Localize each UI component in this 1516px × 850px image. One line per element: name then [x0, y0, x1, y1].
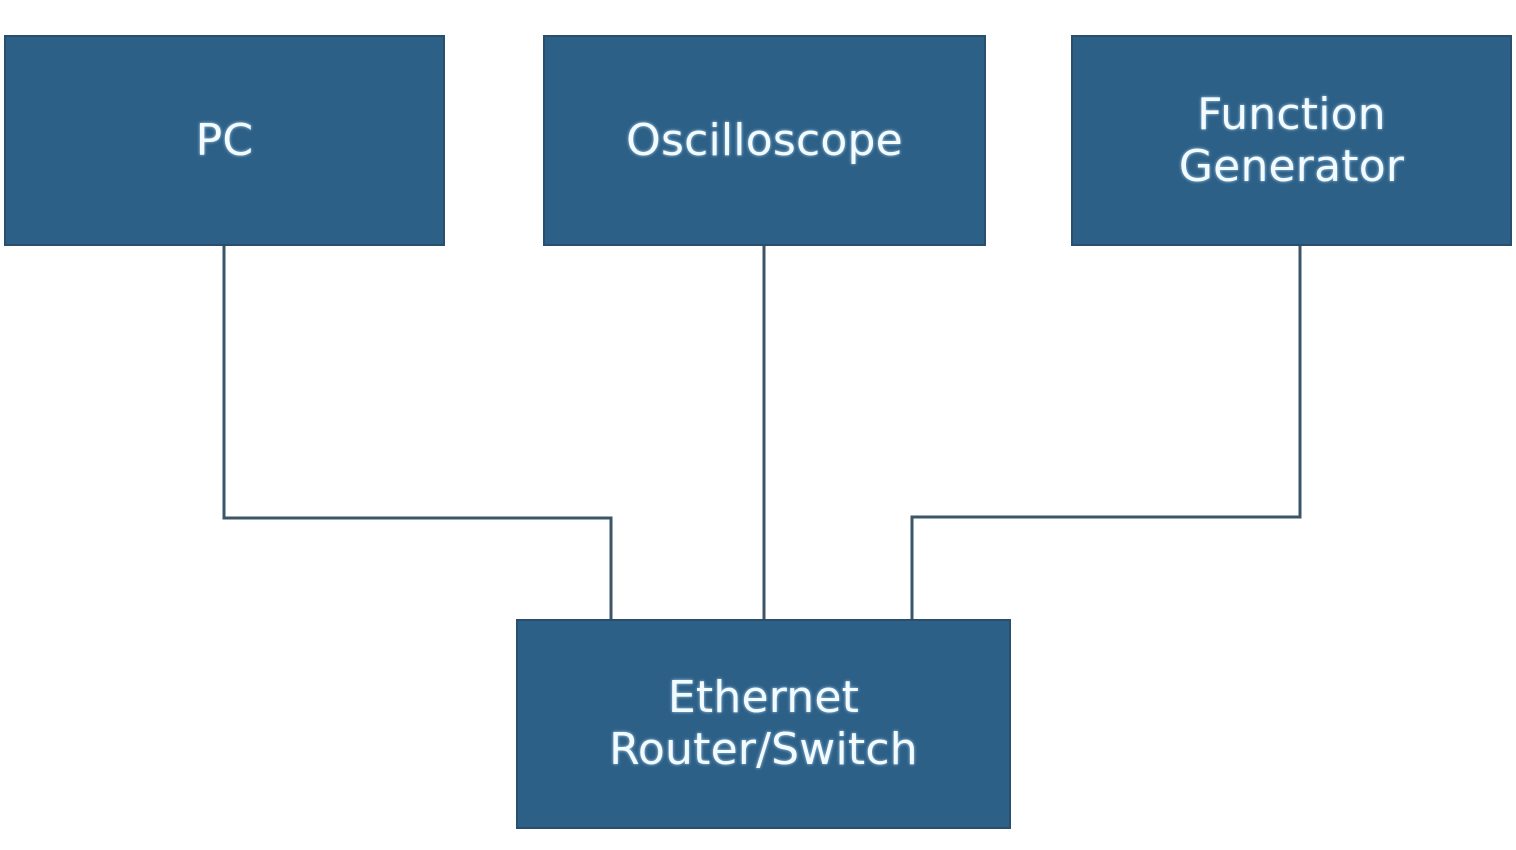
node-ethernet-router-switch-label: Ethernet Router/Switch	[609, 672, 918, 775]
node-pc-label: PC	[195, 114, 254, 166]
node-pc[interactable]: PC	[4, 35, 445, 246]
connection-pc-to-router	[222, 244, 613, 622]
connection-function-generator-to-router	[910, 244, 1302, 622]
node-function-generator[interactable]: Function Generator	[1071, 35, 1512, 246]
node-ethernet-router-switch[interactable]: Ethernet Router/Switch	[516, 619, 1011, 829]
node-oscilloscope[interactable]: Oscilloscope	[543, 35, 986, 246]
node-oscilloscope-label: Oscilloscope	[626, 114, 903, 166]
node-function-generator-label: Function Generator	[1178, 88, 1405, 192]
